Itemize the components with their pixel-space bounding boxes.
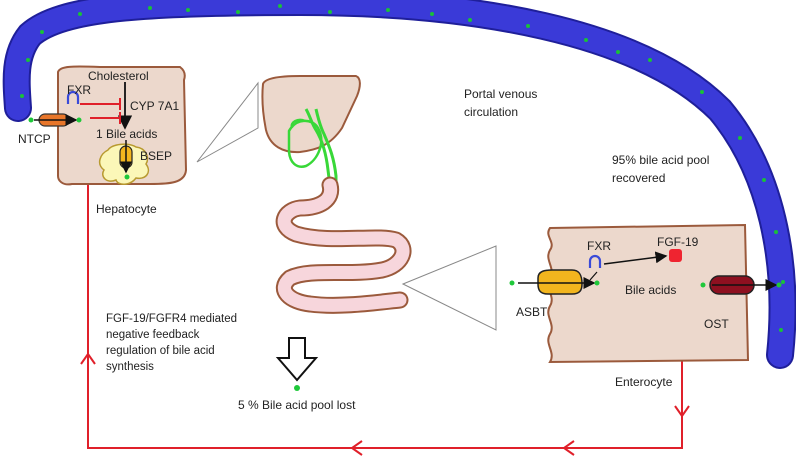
hepatocyte-cell: Cholesterol FXR CYP 7A1 1 Bile acids BSE… xyxy=(57,65,188,186)
ost-label: OST xyxy=(704,317,729,331)
bsep-label: BSEP xyxy=(140,149,172,163)
vein-bile-acid-dots xyxy=(20,4,785,332)
pool-lost-label: 5 % Bile acid pool lost xyxy=(238,398,356,412)
gallbladder-and-bile-duct xyxy=(287,108,338,187)
cyp7a1-label: CYP 7A1 xyxy=(130,99,179,113)
feedback-text-line1: FGF-19/FGFR4 mediated xyxy=(106,313,237,325)
feedback-arrowhead-down xyxy=(674,405,690,418)
ntcp-transporter: NTCP xyxy=(18,113,82,146)
enterocyte-label: Enterocyte xyxy=(615,375,673,389)
feedback-arrowhead-left-2 xyxy=(350,440,363,456)
small-intestine xyxy=(275,176,412,314)
hepatocyte-label: Hepatocyte xyxy=(96,202,157,216)
bile-acids-enterocyte-label: Bile acids xyxy=(625,283,676,297)
portal-vein xyxy=(2,0,796,369)
recovered-line2: recovered xyxy=(612,171,665,185)
portal-circulation-line1: Portal venous xyxy=(464,87,537,101)
intestine-zoom-indicator xyxy=(401,245,497,331)
bile-acids-hepatocyte-label: 1 Bile acids xyxy=(96,127,157,141)
asbt-transporter-icon xyxy=(537,269,583,295)
asbt-label: ASBT xyxy=(516,305,548,319)
ntcp-label: NTCP xyxy=(18,132,51,146)
liver-zoom-indicator xyxy=(196,81,259,163)
fgf19-label: FGF-19 xyxy=(657,235,699,249)
fxr-receptor-icon xyxy=(66,90,80,104)
feedback-arrowhead-up xyxy=(80,352,96,365)
feedback-text-line3: regulation of bile acid xyxy=(106,345,215,357)
portal-circulation-line2: circulation xyxy=(464,105,518,119)
pool-lost-arrow xyxy=(275,337,319,382)
liver xyxy=(261,75,361,154)
fxr-enterocyte-icon xyxy=(588,254,602,268)
feedback-text-line2: negative feedback xyxy=(106,329,200,341)
fxr-enterocyte-label: FXR xyxy=(587,239,611,253)
fgf19-icon xyxy=(669,249,682,262)
feedback-arrowhead-left-1 xyxy=(562,440,575,456)
fxr-hepatocyte-label: FXR xyxy=(67,83,91,97)
enterocyte-cell: FXR FGF-19 Bile acids xyxy=(509,223,782,364)
feedback-text-line4: synthesis xyxy=(106,361,154,373)
cholesterol-label: Cholesterol xyxy=(88,69,149,83)
recovered-line1: 95% bile acid pool xyxy=(612,153,709,167)
